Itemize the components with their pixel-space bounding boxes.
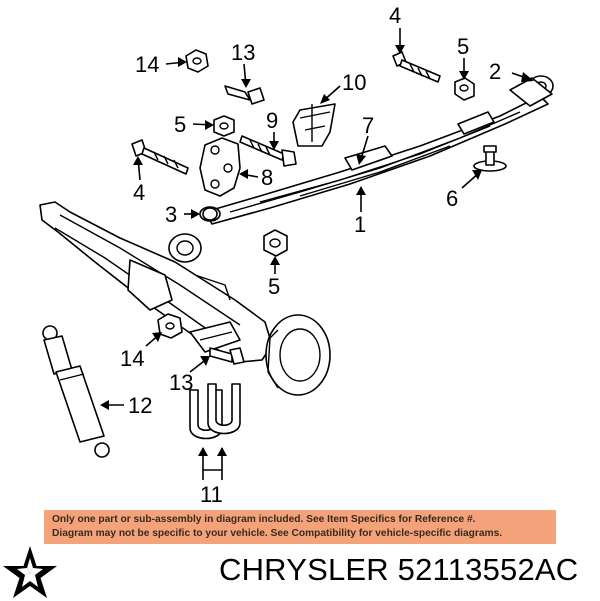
callout-14-top: 14: [135, 52, 159, 77]
callout-12: 12: [128, 393, 152, 418]
callout-4-mid: 4: [133, 180, 145, 205]
rear-suspension-exploded-diagram: 4 5 2 14 13 10 5 9 7 4 8 6 3 1 5 14 13 1…: [39, 3, 554, 505]
nut-14-low: [157, 313, 183, 339]
bolt-top: [392, 51, 441, 83]
nut-top: [454, 77, 475, 101]
disclaimer-line-2: Diagram may not be specific to your vehi…: [52, 528, 503, 539]
spring-clamp-plate: [344, 111, 495, 171]
callout-10: 10: [342, 70, 366, 95]
axle-housing: [39, 201, 273, 363]
callout-8: 8: [261, 165, 273, 190]
front-eye-bushing: [202, 207, 218, 221]
brake-drum: [265, 314, 331, 396]
axle-spring-seat: [189, 321, 241, 353]
callout-5-low: 5: [268, 274, 280, 299]
callout-9: 9: [266, 108, 278, 133]
callout-13-low: 13: [169, 370, 193, 395]
rear-eye-bushing: [509, 75, 554, 107]
callout-14-low: 14: [120, 346, 144, 371]
callout-numbers: 4 5 2 14 13 10 5 9 7 4 8 6 3 1 5 14 13 1…: [120, 3, 501, 505]
shackle-bracket: [199, 137, 241, 197]
disclaimer-line-1: Only one part or sub-assembly in diagram…: [52, 514, 476, 525]
callout-5-mid: 5: [174, 112, 186, 137]
callout-4-top: 4: [389, 3, 401, 28]
nut-14-top: [185, 49, 209, 73]
disclaimer-banner: Only one part or sub-assembly in diagram…: [44, 510, 556, 544]
nut-low: [263, 229, 288, 257]
leader-lines: [100, 28, 534, 480]
bolt-9: [239, 135, 297, 167]
callout-1: 1: [354, 212, 366, 237]
callout-11: 11: [200, 482, 223, 505]
callout-6: 6: [446, 186, 458, 211]
callout-7: 7: [362, 113, 374, 138]
chrysler-pentastar-icon: [3, 546, 57, 598]
callout-3: 3: [165, 202, 177, 227]
callout-2: 2: [489, 59, 501, 84]
nut-mid: [213, 115, 235, 137]
jounce-bumper: [292, 103, 336, 147]
callout-13-top: 13: [231, 40, 255, 65]
bolt-13-top: [224, 85, 265, 105]
bolt-13-low: [209, 347, 245, 365]
stud-pin: [473, 145, 507, 172]
shock-absorber: [42, 325, 110, 458]
u-bolts: [189, 383, 241, 440]
part-number-caption: CHRYSLER 52113552AC: [219, 552, 579, 587]
bolt-mid: [131, 139, 189, 175]
callout-5-top: 5: [457, 34, 469, 59]
